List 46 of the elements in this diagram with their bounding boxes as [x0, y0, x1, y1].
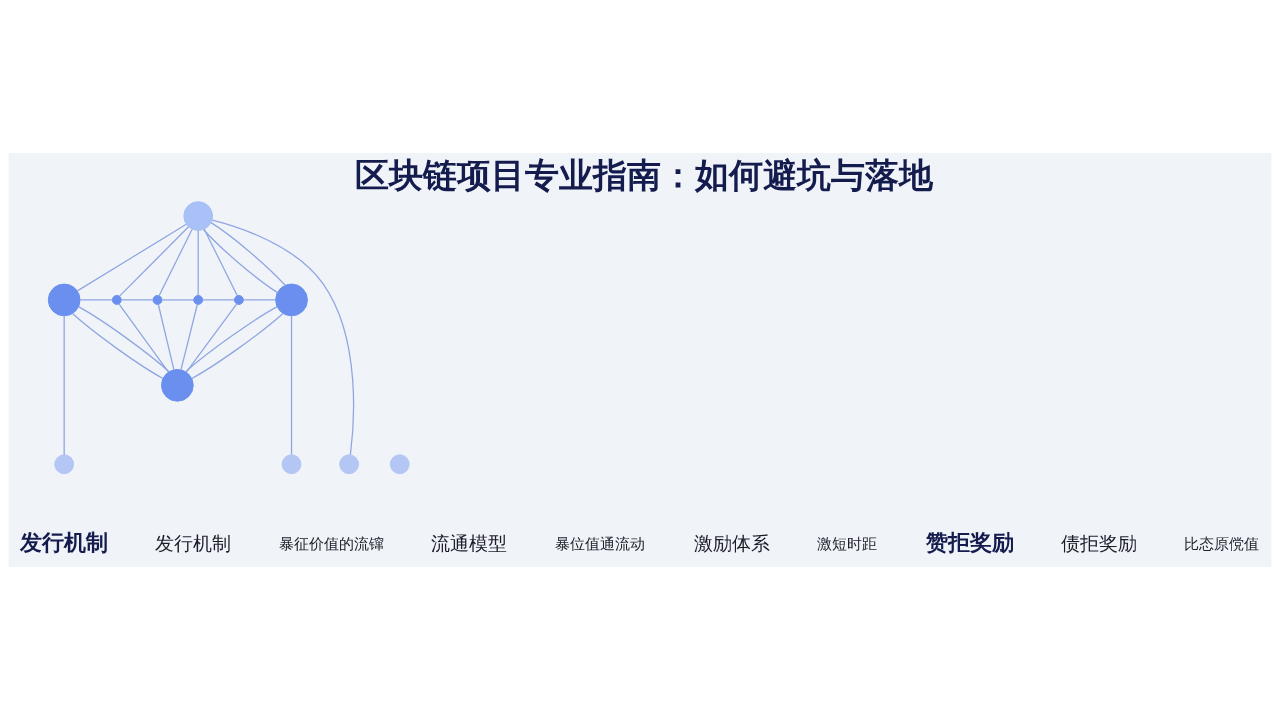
- connector: [79, 299, 113, 301]
- label: 暴位值通流动: [555, 534, 646, 553]
- connector: [203, 228, 238, 297]
- label: 暴征价值的流镩: [278, 534, 384, 553]
- node-circle: [54, 454, 75, 475]
- connector: [78, 306, 170, 373]
- node-circle: [160, 368, 194, 402]
- node-circle: [152, 294, 163, 305]
- label: 赞拒奖励: [925, 529, 1014, 555]
- connector: [157, 303, 175, 371]
- connector: [202, 299, 236, 301]
- connector: [161, 299, 195, 301]
- connector: [63, 315, 65, 456]
- connector: [210, 222, 286, 286]
- node-circle: [281, 454, 302, 475]
- connector: [185, 303, 238, 373]
- label: 激励体系: [693, 531, 770, 554]
- node-circle: [47, 283, 81, 317]
- connector: [191, 312, 284, 380]
- connector: [180, 303, 198, 371]
- node-circle: [233, 294, 244, 305]
- connector: [120, 299, 154, 301]
- connector: [118, 226, 190, 297]
- connector: [202, 228, 278, 294]
- connector: [158, 228, 193, 297]
- connector: [118, 303, 170, 373]
- node-circle: [389, 454, 410, 475]
- label: 债拒奖励: [1060, 531, 1137, 554]
- label: 发行机制: [20, 529, 109, 555]
- label: 比态原傥值: [1184, 534, 1260, 553]
- connector: [197, 229, 199, 296]
- label: 激短时距: [817, 534, 878, 553]
- connector: [242, 299, 276, 301]
- node-circle: [339, 454, 360, 475]
- connector: [76, 223, 187, 292]
- connector: [211, 219, 355, 456]
- node-circle: [193, 294, 204, 305]
- connector: [185, 306, 278, 373]
- node-circle: [111, 294, 122, 305]
- node-circle: [183, 201, 214, 231]
- diagram-title: 区块链项目专业指南：如何避坑与落地: [355, 155, 934, 195]
- connector: [290, 315, 293, 456]
- node-circle: [275, 283, 308, 317]
- connector: [71, 312, 164, 380]
- label: 发行机制: [155, 531, 232, 554]
- label: 流通模型: [431, 531, 508, 554]
